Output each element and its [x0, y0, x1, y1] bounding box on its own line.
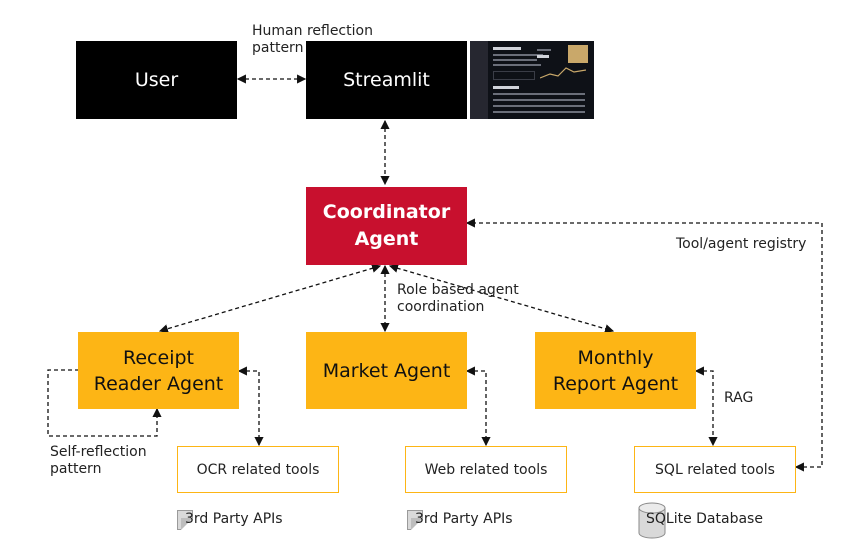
coordinator-label-line2: Agent: [354, 228, 419, 250]
market-web-connector: [465, 366, 491, 447]
registry-connector: [465, 218, 823, 472]
rag-label: RAG: [724, 390, 754, 406]
sql-source-label: SQLite Database: [646, 511, 763, 527]
coordinator-agent-node: Coordinator Agent: [306, 187, 467, 265]
sql-tools-node: SQL related tools: [634, 446, 796, 493]
receipt-reader-agent-node: Receipt Reader Agent: [78, 332, 239, 409]
database-icon: [638, 502, 666, 539]
monthly-label-line1: Monthly: [577, 346, 654, 369]
ocr-source-label: 3rd Party APIs: [185, 511, 283, 527]
web-tools-node: Web related tools: [405, 446, 567, 493]
monthly-sql-connector: [694, 366, 718, 447]
streamlit-screenshot-thumbnail: [470, 41, 594, 119]
web-source-label: 3rd Party APIs: [415, 511, 513, 527]
document-icon: [177, 510, 193, 530]
sql-tools-label: SQL related tools: [655, 461, 775, 478]
monthly-label-line2: Report Agent: [552, 372, 679, 395]
market-label: Market Agent: [322, 359, 451, 382]
document-icon: [407, 510, 423, 530]
coordinator-label-line1: Coordinator: [322, 201, 451, 223]
receipt-label-line2: Reader Agent: [93, 372, 224, 395]
receipt-ocr-connector: [237, 366, 264, 447]
role-coordination-label: Role based agent coordination: [397, 282, 519, 315]
human-reflection-label: Human reflection pattern: [252, 23, 373, 56]
coordinator-receipt-connector: [158, 263, 382, 334]
streamlit-label: Streamlit: [343, 69, 430, 91]
user-node: User: [76, 41, 237, 119]
ocr-tools-node: OCR related tools: [177, 446, 339, 493]
receipt-label-line1: Receipt: [123, 346, 194, 369]
registry-label: Tool/agent registry: [676, 236, 807, 252]
market-agent-node: Market Agent: [306, 332, 467, 409]
self-reflection-label: Self-reflection pattern: [50, 444, 147, 477]
user-label: User: [134, 69, 179, 91]
coordinator-monthly-connector: [388, 263, 615, 334]
ocr-tools-label: OCR related tools: [196, 461, 320, 478]
streamlit-node: Streamlit: [306, 41, 467, 119]
web-tools-label: Web related tools: [424, 461, 548, 478]
monthly-report-agent-node: Monthly Report Agent: [535, 332, 696, 409]
